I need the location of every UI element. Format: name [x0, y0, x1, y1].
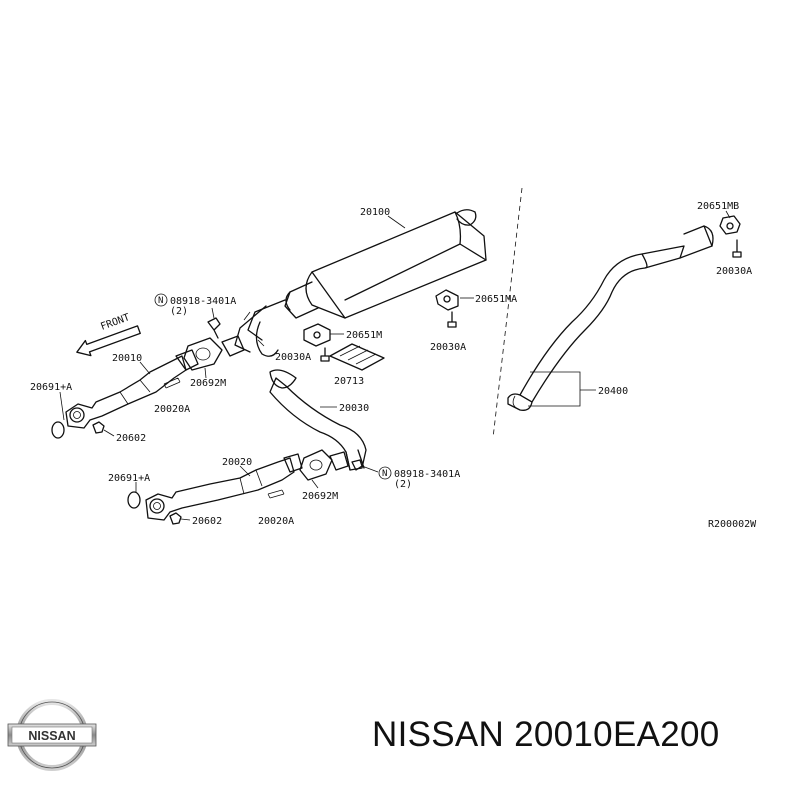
leader-08918-bottom: [361, 465, 379, 473]
label-20030: 20030: [339, 403, 369, 414]
nut-20602-bottom: [169, 512, 182, 525]
label-20692m-top: 20692M: [190, 378, 226, 389]
label-08918-top-qty: (2): [170, 306, 188, 317]
nut-symbol-top-letter: N: [158, 296, 163, 306]
hanger-20651ma: [435, 289, 459, 328]
label-20030a-middle: 20030A: [275, 352, 311, 363]
leader-20100: [387, 215, 406, 229]
logo-text: NISSAN: [28, 729, 75, 743]
label-20030a-top-right: 20030A: [716, 266, 752, 277]
label-20400: 20400: [598, 386, 628, 397]
muffler-part: [234, 209, 487, 357]
nut-symbol-bottom: [378, 466, 392, 480]
label-20692m-bottom: 20692M: [302, 491, 338, 502]
label-20602-top: 20602: [116, 433, 146, 444]
label-20020: 20020: [222, 457, 252, 468]
stud-20020a-top: [163, 377, 181, 389]
flange-upper: [221, 335, 245, 357]
leader-20692m-bottom: [311, 479, 319, 489]
label-20020a-top: 20020A: [154, 404, 190, 415]
nut-20602-top: [92, 421, 105, 434]
nut-symbol-bottom-letter: N: [382, 469, 387, 479]
flange-lower: [329, 451, 349, 471]
gasket-20691a-top: [51, 421, 65, 439]
heat-shield-20713: [329, 343, 385, 371]
label-20602-bottom: 20602: [192, 516, 222, 527]
leader-20400: [528, 371, 596, 407]
nissan-logo: NISSAN: [7, 699, 97, 771]
gasket-20691a-bottom: [127, 491, 141, 509]
label-20691a-bottom: 20691+A: [108, 473, 150, 484]
part-number: 20010EA200: [514, 715, 720, 754]
gasket-20692m-bottom: [299, 449, 333, 481]
label-08918-top: 08918-3401A: [170, 296, 236, 307]
section-divider: [492, 187, 523, 439]
leader-20651mb: [725, 210, 731, 219]
brand-name: NISSAN: [372, 715, 505, 754]
label-20651m: 20651M: [346, 330, 382, 341]
hanger-20651mb: [719, 215, 742, 258]
label-20713: 20713: [334, 376, 364, 387]
label-20651ma: 20651MA: [475, 294, 517, 305]
gasket-20692m-top: [183, 337, 223, 371]
leader-20692m-top: [204, 367, 207, 379]
stud-20020a-bottom: [267, 489, 285, 499]
leader-20020: [239, 465, 251, 477]
hanger-20651m: [303, 323, 331, 362]
tail-pipe-part: [507, 225, 714, 411]
reference-code: R200002W: [708, 519, 757, 530]
label-20691a-top: 20691+A: [30, 382, 72, 393]
label-08918-bottom: 08918-3401A: [394, 469, 460, 480]
front-pipe-20020: [145, 453, 303, 521]
label-20010: 20010: [112, 353, 142, 364]
label-08918-bottom-qty: (2): [394, 479, 412, 490]
label-20020a-bottom: 20020A: [258, 516, 294, 527]
leader-20602-top: [103, 429, 115, 437]
leader-08918-top: [211, 307, 215, 319]
leader-20010: [139, 361, 151, 375]
label-20100: 20100: [360, 207, 390, 218]
nut-symbol-top: [154, 293, 168, 307]
label-20651mb: 20651MB: [697, 201, 739, 212]
leader-20602-bottom: [180, 518, 191, 521]
label-20030a-bottom: 20030A: [430, 342, 466, 353]
front-direction-arrow: [76, 325, 141, 357]
bolt-08918-top: [207, 317, 221, 339]
leader-20691a-top: [59, 391, 65, 421]
